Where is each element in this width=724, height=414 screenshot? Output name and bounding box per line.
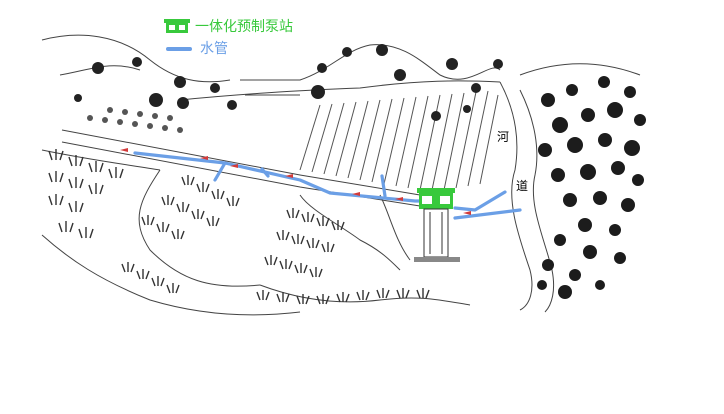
orchard-left: [87, 107, 183, 133]
vine-rows: [299, 90, 499, 191]
forest-right: [537, 76, 646, 299]
pump-station-icon: [414, 188, 460, 262]
crop-field-left: [48, 149, 124, 239]
tree-cluster-top-left: [74, 57, 237, 110]
river-label-char-2: 道: [516, 179, 529, 193]
branch-pipe-3: [380, 174, 387, 198]
legend-item-water-pipe: 水管: [163, 38, 293, 60]
legend: 一体化预制泵站 水管: [163, 16, 293, 60]
river-label-char-1: 河: [497, 130, 510, 144]
branch-pipe-2: [260, 167, 270, 178]
main-pipe: [133, 151, 427, 203]
crop-field-middle: [121, 175, 240, 294]
branch-pipe-1: [213, 161, 227, 182]
terrain-lines: [41, 34, 641, 316]
pipe-swatch-icon: [166, 47, 192, 51]
tree-cluster-ridge: [311, 44, 503, 121]
water-pipe-network: [133, 151, 522, 220]
legend-label-pump-station: 一体化预制泵站: [195, 19, 293, 35]
pump-station-icon: [164, 19, 190, 33]
legend-item-pump-station: 一体化预制泵站: [163, 16, 293, 38]
intake-pipe-lower: [453, 208, 522, 220]
flow-arrows: [120, 148, 471, 215]
intake-pipe-upper: [453, 190, 507, 212]
legend-label-water-pipe: 水管: [200, 41, 228, 57]
crop-field-central: [256, 208, 430, 305]
